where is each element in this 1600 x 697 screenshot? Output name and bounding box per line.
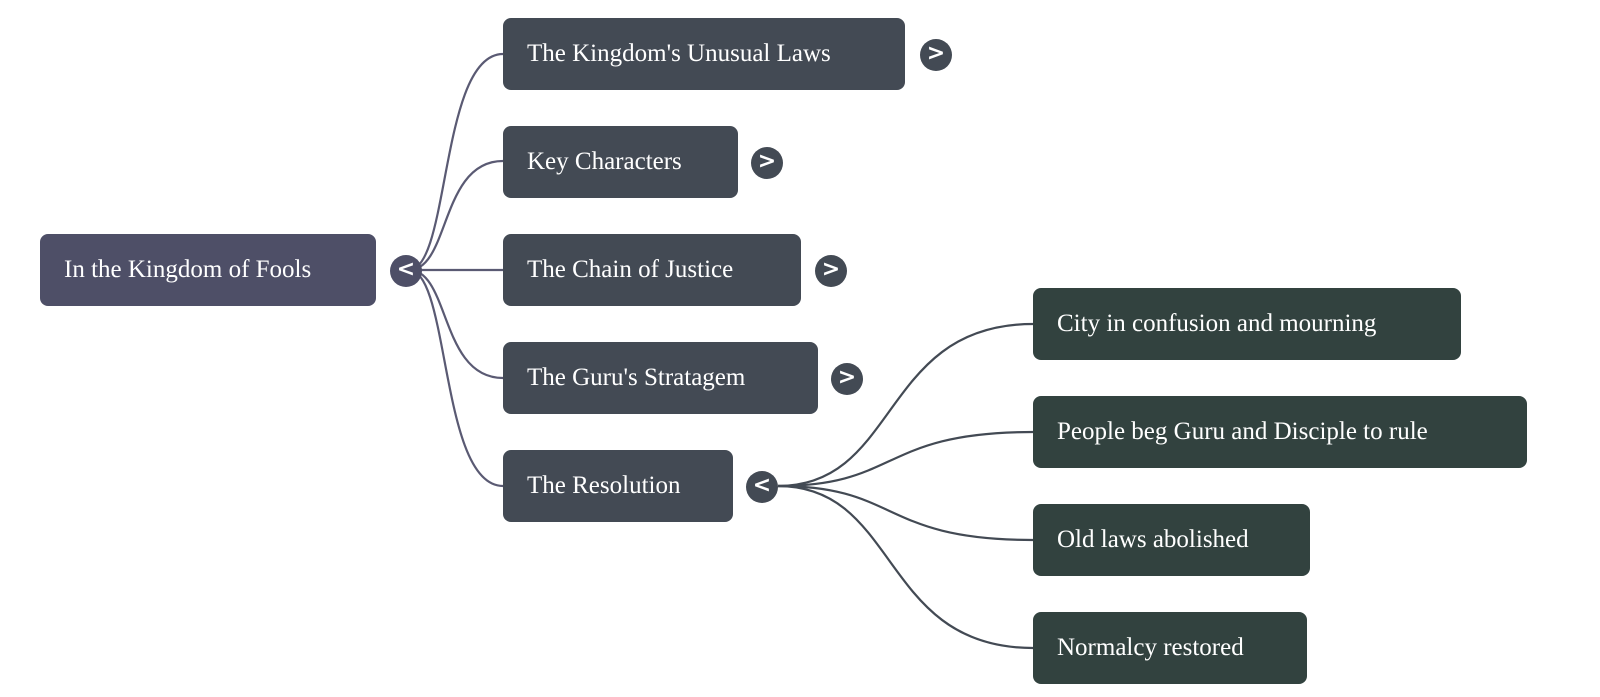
branch-collapse-toggle-resolution[interactable]: <	[746, 471, 778, 503]
leaf-node-city-confusion[interactable]: City in confusion and mourning	[1033, 288, 1461, 360]
link-resolution-to-leaf-1	[777, 430, 1034, 488]
branch-expand-toggle-unusual-laws[interactable]: >	[920, 39, 952, 71]
leaf-node-normalcy-restored[interactable]: Normalcy restored	[1033, 612, 1307, 684]
leaf-node-old-laws-abolished[interactable]: Old laws abolished	[1033, 504, 1310, 576]
branch-node-label: The Resolution	[527, 472, 681, 499]
chevron-right-icon: >	[757, 149, 777, 174]
branch-node-key-characters[interactable]: Key Characters	[503, 126, 738, 198]
branch-node-label: The Chain of Justice	[527, 256, 734, 283]
root-collapse-toggle[interactable]: <	[390, 255, 422, 287]
chevron-left-icon: <	[396, 257, 416, 282]
leaf-node-people-beg[interactable]: People beg Guru and Disciple to rule	[1033, 396, 1527, 468]
branch-node-label: The Kingdom's Unusual Laws	[527, 40, 831, 67]
chevron-right-icon: >	[837, 365, 857, 390]
root-node-label: In the Kingdom of Fools	[64, 256, 312, 283]
leaf-node-label: People beg Guru and Disciple to rule	[1057, 418, 1428, 445]
branch-node-gurus-stratagem[interactable]: The Guru's Stratagem	[503, 342, 818, 414]
link-resolution-to-leaf-3	[777, 484, 1034, 650]
branch-node-unusual-laws[interactable]: The Kingdom's Unusual Laws	[503, 18, 905, 90]
branch-node-resolution[interactable]: The Resolution	[503, 450, 733, 522]
branch-expand-toggle-chain-of-justice[interactable]: >	[815, 255, 847, 287]
leaf-node-label: Normalcy restored	[1057, 634, 1244, 661]
link-resolution-to-leaf-0	[777, 322, 1034, 488]
link-root-to-branch-4	[408, 268, 504, 488]
branch-expand-toggle-key-characters[interactable]: >	[751, 147, 783, 179]
link-root-to-branch-1	[408, 159, 504, 272]
leaf-node-label: City in confusion and mourning	[1057, 310, 1377, 337]
chevron-right-icon: >	[821, 257, 841, 282]
branch-node-label: The Guru's Stratagem	[527, 364, 746, 391]
link-root-to-branch-0	[408, 52, 504, 272]
chevron-right-icon: >	[926, 41, 946, 66]
branch-expand-toggle-gurus-stratagem[interactable]: >	[831, 363, 863, 395]
leaf-node-label: Old laws abolished	[1057, 526, 1249, 553]
branch-node-label: Key Characters	[527, 148, 682, 175]
branch-node-chain-of-justice[interactable]: The Chain of Justice	[503, 234, 801, 306]
link-resolution-to-leaf-2	[777, 484, 1034, 542]
chevron-left-icon: <	[752, 473, 772, 498]
link-root-to-branch-3	[408, 268, 504, 380]
root-node[interactable]: In the Kingdom of Fools	[40, 234, 376, 306]
